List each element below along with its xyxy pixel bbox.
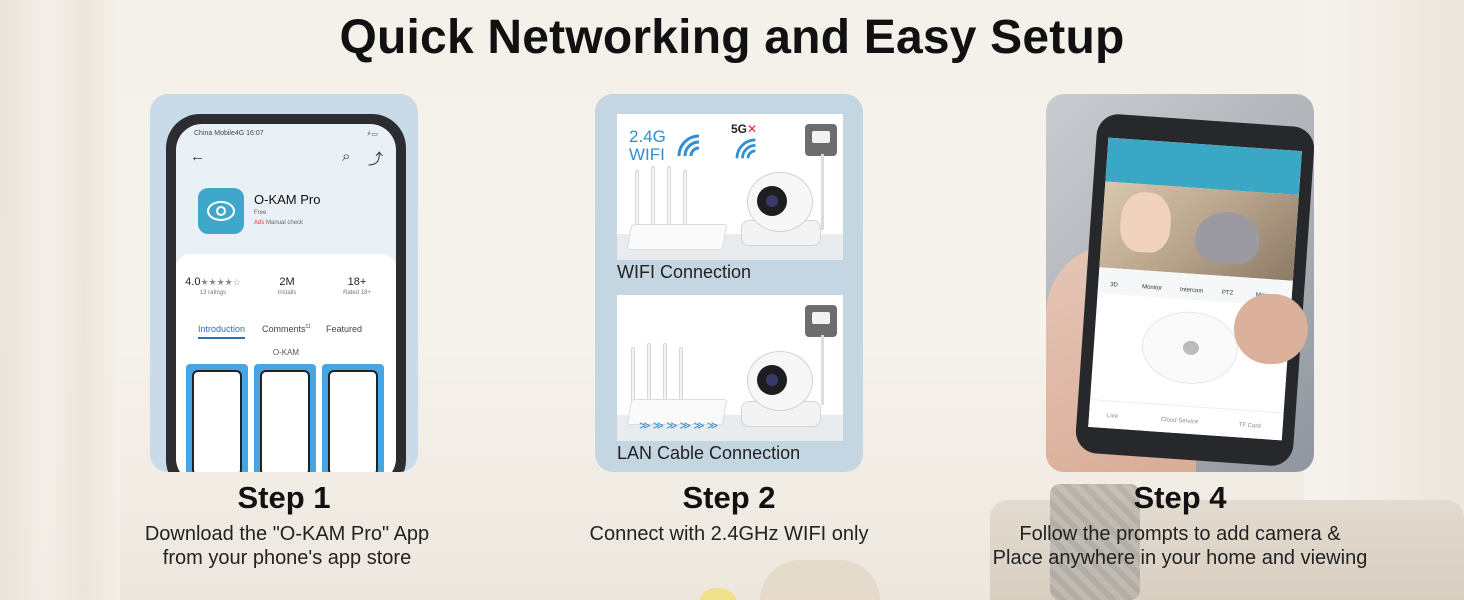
screenshot-thumbnail[interactable] (322, 364, 384, 472)
eye-icon (207, 201, 235, 221)
rating-stat: 4.0★★★★☆ 13 ratings (178, 276, 248, 296)
step2-desc-line1: Connect with 2.4GHz WIFI only (589, 523, 869, 545)
band-24-label: 2.4G WIFI (629, 128, 666, 164)
tab-comments[interactable]: Comments11 (262, 324, 311, 334)
router (626, 224, 728, 250)
screenshot-thumbnail[interactable] (186, 364, 248, 472)
band-24-text: 2.4G (629, 127, 666, 146)
router-antenna (635, 170, 639, 232)
camera-lens (757, 186, 787, 216)
step1-title: Step 1 (237, 480, 331, 515)
wifi-signal-icon (677, 134, 705, 166)
camera-base (741, 401, 821, 427)
band-5-text: 5G (731, 122, 748, 136)
step4-desc-line2: Place anywhere in your home and viewing (992, 547, 1368, 569)
background-table (760, 560, 880, 600)
background-lemon (700, 588, 736, 600)
ads-label: Ads (254, 220, 265, 226)
lan-cable-arrows-icon: ≫≫≫≫≫≫ (639, 420, 721, 432)
step4-card: 3D Monitor Intercom PTZ More Live Cloud … (1046, 94, 1314, 472)
ptz-direction-pad[interactable] (1139, 308, 1241, 388)
installs-stat: 2M Installs (252, 276, 322, 296)
age-stat: 18+ Rated 18+ (322, 276, 392, 296)
band-5-label: 5G✕ (731, 122, 757, 136)
power-cable (821, 335, 824, 405)
tab-comments-label: Comments (262, 324, 306, 334)
step4-title: Step 4 (1133, 480, 1227, 515)
battery-icon: ⚡▭ (366, 131, 378, 138)
background-pillow (1050, 484, 1140, 600)
power-cable (821, 154, 824, 230)
app-store-screen: China Mobile4G 16:07 ⚡▭ ← ⌕ ⤴ O-KAM Pro … (176, 124, 396, 472)
wifi-signal-icon (735, 138, 761, 168)
comments-count: 11 (305, 324, 311, 330)
step1-description: Download the "O-KAM Pro" App from your p… (110, 522, 464, 570)
thumb-image (1234, 294, 1308, 364)
tab-featured[interactable]: Featured (326, 324, 363, 334)
wifi-connection-panel: 2.4G WIFI 5G✕ (617, 114, 843, 260)
step2-title: Step 2 (682, 480, 776, 515)
check-label: Manual check (266, 220, 304, 226)
phone-mockup: China Mobile4G 16:07 ⚡▭ ← ⌕ ⤴ O-KAM Pro … (166, 114, 406, 472)
footer-tf-card[interactable]: TF Card (1238, 422, 1261, 430)
phone-mockup: 3D Monitor Intercom PTZ More Live Cloud … (1074, 112, 1314, 468)
star-rating-icon: ★★★★☆ (200, 277, 241, 287)
installs-label: Installs (277, 290, 297, 296)
app-details-panel: 4.0★★★★☆ 13 ratings 2M Installs 18+ Rate… (176, 254, 396, 472)
router-antenna (663, 343, 667, 405)
blocked-x-icon: ✕ (747, 122, 758, 136)
router-antenna (651, 166, 655, 228)
tool-ptz[interactable]: PTZ (1221, 289, 1234, 297)
search-icon[interactable]: ⌕ (342, 148, 351, 165)
app-ads-note: Ads Manual check (254, 220, 303, 226)
lan-connection-panel: ≫≫≫≫≫≫ (617, 295, 843, 441)
step1-desc-line1: Download the "O-KAM Pro" App (144, 523, 430, 545)
age-value: 18+ (347, 276, 367, 288)
developer-label: O-KAM (272, 348, 300, 357)
app-store-topbar: ← ⌕ ⤴ (176, 144, 396, 172)
camera-app-screen: 3D Monitor Intercom PTZ More Live Cloud … (1088, 137, 1302, 441)
lan-connection-caption: LAN Cable Connection (617, 443, 801, 463)
footer-live[interactable]: Live (1106, 413, 1119, 420)
status-bar: China Mobile4G 16:07 (194, 130, 264, 137)
band-24-wifi-text: WIFI (629, 145, 665, 164)
installs-value: 2M (279, 276, 295, 288)
step4-desc-line1: Follow the prompts to add camera & (1019, 523, 1341, 545)
step2-description: Connect with 2.4GHz WIFI only (560, 522, 898, 546)
wifi-connection-caption: WIFI Connection (617, 262, 752, 282)
footer-cloud[interactable]: Cloud Service (1160, 416, 1199, 426)
back-arrow-icon[interactable]: ← (190, 148, 205, 165)
baby-image (1118, 190, 1173, 255)
app-name: O-KAM Pro (254, 192, 321, 207)
router-antenna (683, 170, 687, 232)
power-socket-icon (805, 124, 837, 156)
screenshot-thumbnail[interactable] (254, 364, 316, 472)
step1-desc-line2: from your phone's app store (162, 547, 412, 569)
tool-monitor[interactable]: Monitor (1141, 284, 1163, 292)
step2-card: 2.4G WIFI 5G✕ WIFI Connection ≫≫≫≫≫≫ (595, 94, 863, 472)
tool-intercom[interactable]: Intercom (1179, 286, 1204, 295)
app-logo-icon (198, 188, 244, 234)
tool-3d[interactable]: 3D (1109, 282, 1118, 289)
rating-value: 4.0 (185, 276, 201, 288)
page-title: Quick Networking and Easy Setup (339, 11, 1125, 64)
ratings-count: 13 ratings (199, 290, 227, 296)
step4-description: Follow the prompts to add camera & Place… (960, 522, 1400, 570)
router-antenna (667, 166, 671, 228)
tab-introduction[interactable]: Introduction (198, 324, 246, 339)
age-label: Rated 18+ (343, 290, 371, 296)
camera-app-footer: Live Cloud Service TF Card (1088, 398, 1284, 441)
app-price: Free (254, 210, 267, 216)
background-curtain (0, 0, 120, 600)
camera-lens (757, 365, 787, 395)
router-antenna (647, 343, 651, 405)
share-icon[interactable]: ⤴ (368, 151, 384, 168)
power-socket-icon (805, 305, 837, 337)
step1-card: China Mobile4G 16:07 ⚡▭ ← ⌕ ⤴ O-KAM Pro … (150, 94, 418, 472)
